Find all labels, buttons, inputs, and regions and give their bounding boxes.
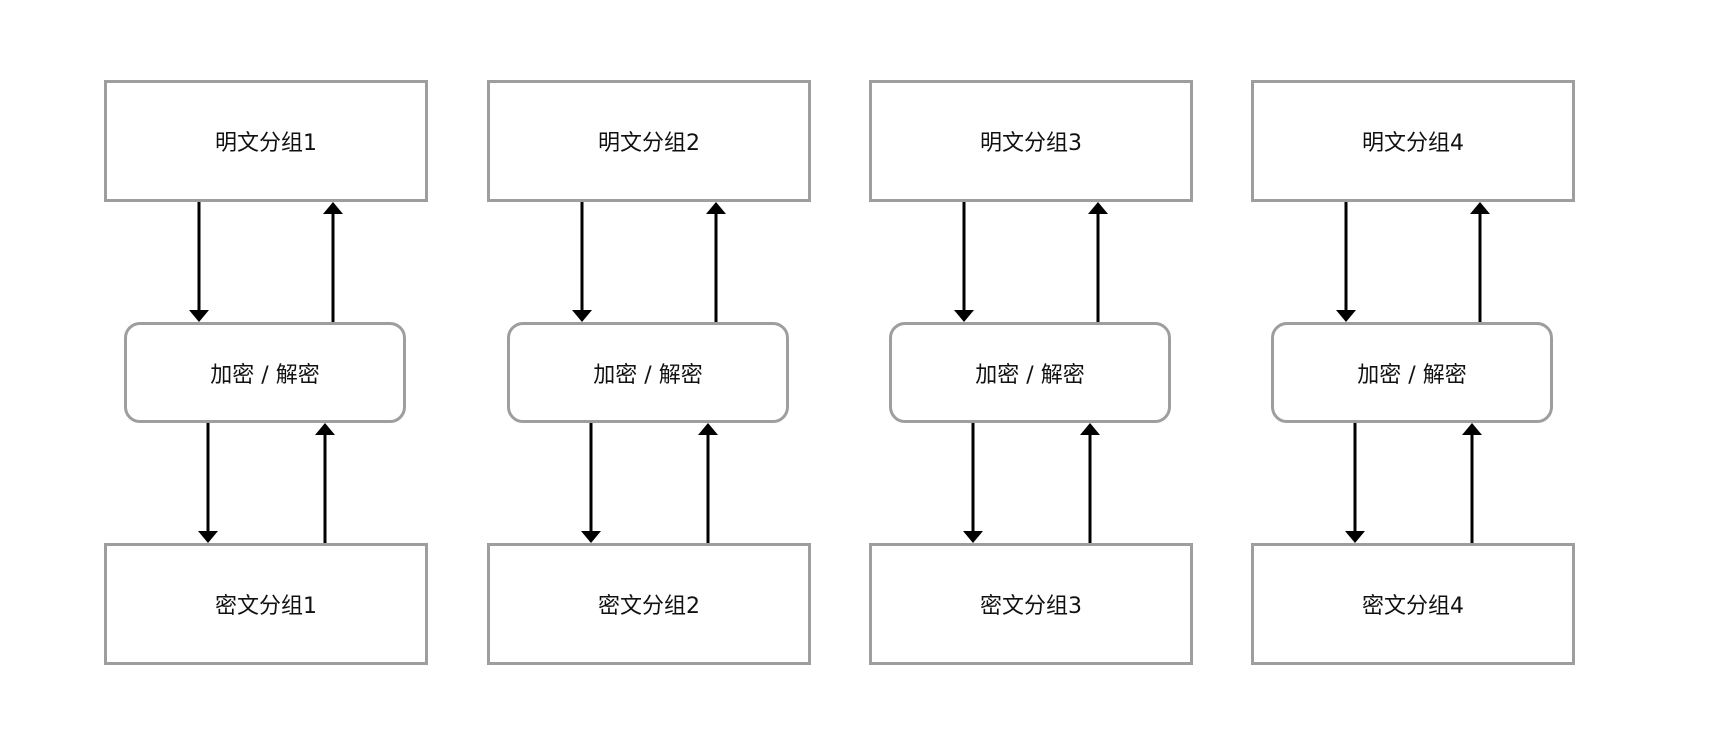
plaintext-block-2: 明文分组2 — [487, 80, 811, 202]
plaintext-block-4: 明文分组4 — [1251, 80, 1575, 202]
cipher-block-2: 加密 / 解密 — [507, 322, 789, 423]
ciphertext-block-2: 密文分组2 — [487, 543, 811, 665]
encrypt-in-arrow-2 — [572, 202, 592, 322]
encrypt-out-arrow-3 — [963, 423, 983, 543]
decrypt-out-arrow-2 — [706, 202, 726, 322]
plaintext-block-3: 明文分组3 — [869, 80, 1193, 202]
encrypt-out-arrow-4 — [1345, 423, 1365, 543]
plaintext-block-1: 明文分组1 — [104, 80, 428, 202]
decrypt-in-arrow-4 — [1462, 423, 1482, 543]
decrypt-out-arrow-3 — [1088, 202, 1108, 322]
ciphertext-block-4: 密文分组4 — [1251, 543, 1575, 665]
encrypt-out-arrow-1 — [198, 423, 218, 543]
encrypt-in-arrow-4 — [1336, 202, 1356, 322]
decrypt-out-arrow-1 — [323, 202, 343, 322]
decrypt-in-arrow-1 — [315, 423, 335, 543]
decrypt-in-arrow-3 — [1080, 423, 1100, 543]
cipher-block-1: 加密 / 解密 — [124, 322, 406, 423]
decrypt-out-arrow-4 — [1470, 202, 1490, 322]
encrypt-in-arrow-3 — [954, 202, 974, 322]
encrypt-out-arrow-2 — [581, 423, 601, 543]
ciphertext-block-3: 密文分组3 — [869, 543, 1193, 665]
decrypt-in-arrow-2 — [698, 423, 718, 543]
ciphertext-block-1: 密文分组1 — [104, 543, 428, 665]
cipher-block-4: 加密 / 解密 — [1271, 322, 1553, 423]
encrypt-in-arrow-1 — [189, 202, 209, 322]
cipher-block-3: 加密 / 解密 — [889, 322, 1171, 423]
